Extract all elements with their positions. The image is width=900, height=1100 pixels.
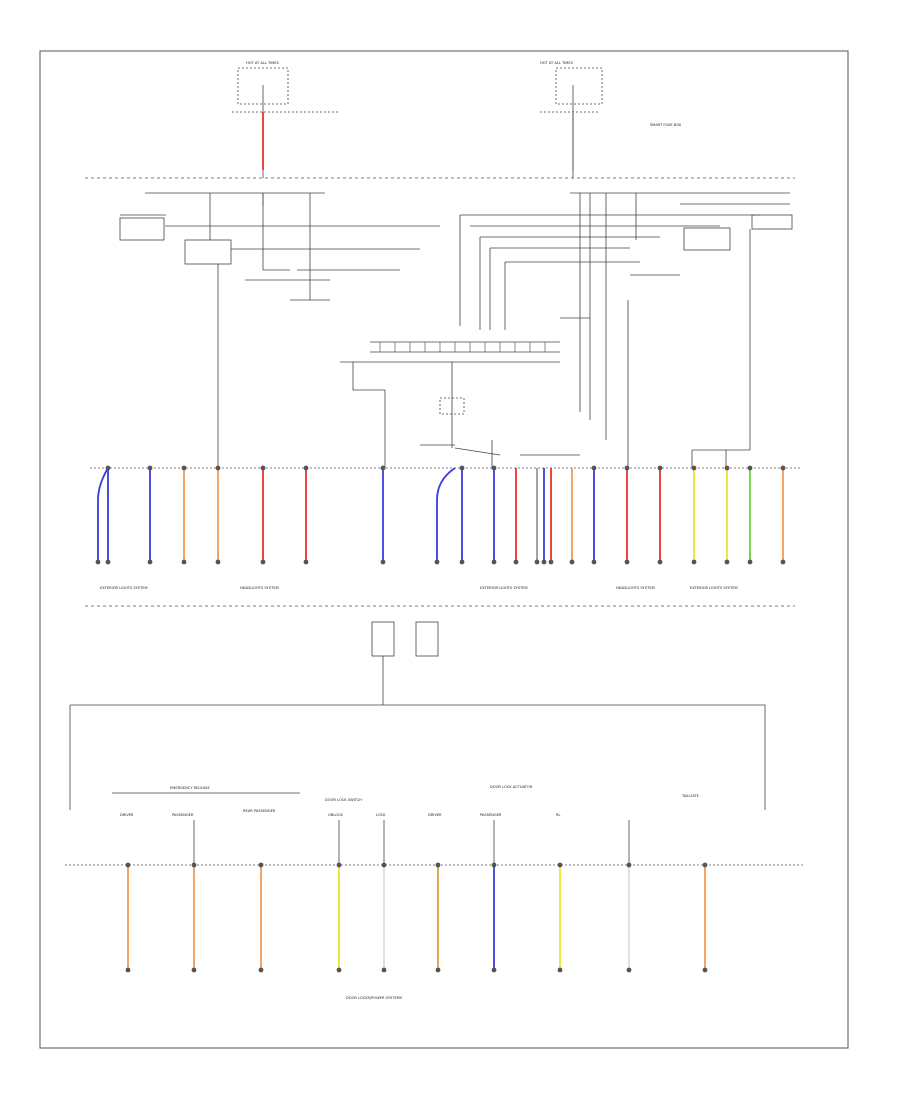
terminal-label-3: REAR PASSENGER — [243, 809, 276, 813]
hot-label-left: HOT AT ALL TIMES — [246, 61, 280, 65]
section-label-3: EXTERIOR LIGHTS SYSTEM — [480, 586, 528, 590]
section-label-5: EXTERIOR LIGHTS SYSTEM — [690, 586, 738, 590]
bcm-block — [69, 621, 766, 810]
top-wire-terminals — [95, 465, 786, 565]
terminal-label-4: UNLOCK — [328, 813, 344, 817]
group-header-lock-switch: DOOR LOCK SWITCH — [325, 798, 362, 802]
fuse-box-internals — [119, 192, 793, 468]
top-wires — [97, 467, 784, 562]
hot-label-right: HOT AT ALL TIMES — [540, 61, 574, 65]
terminal-label-7: PASSENGER — [480, 813, 502, 817]
terminal-label-1: DRIVER — [120, 813, 134, 817]
bottom-feed-lines — [193, 820, 630, 865]
diagram-border — [39, 50, 849, 1049]
bottom-wire-terminals — [125, 862, 708, 973]
connector-ticks — [379, 342, 546, 352]
bottom-section-label: DOOR LOCKS/POWER SYSTEMS — [346, 996, 403, 1000]
terminal-label-10: TAILGATE — [681, 794, 700, 798]
smart-fuse-box-label: SMART FUSE BOX — [650, 123, 682, 127]
terminal-label-2: PASSENGER — [172, 813, 194, 817]
section-label-4: HEADLIGHTS SYSTEM — [616, 586, 655, 590]
top-supply — [232, 67, 603, 178]
terminal-label-8: RL — [556, 813, 561, 817]
section-label-1: EXTERIOR LIGHTS SYSTEM — [100, 586, 148, 590]
section-label-2: HEADLIGHTS SYSTEM — [240, 586, 279, 590]
group-header-actuator: DOOR LOCK ACTUATOR — [490, 785, 533, 789]
group-header-emergency: EMERGENCY RELEASE — [170, 786, 210, 790]
bottom-wires — [127, 865, 706, 970]
terminal-label-5: LOCK — [376, 813, 386, 817]
terminal-label-6: DRIVER — [428, 813, 442, 817]
